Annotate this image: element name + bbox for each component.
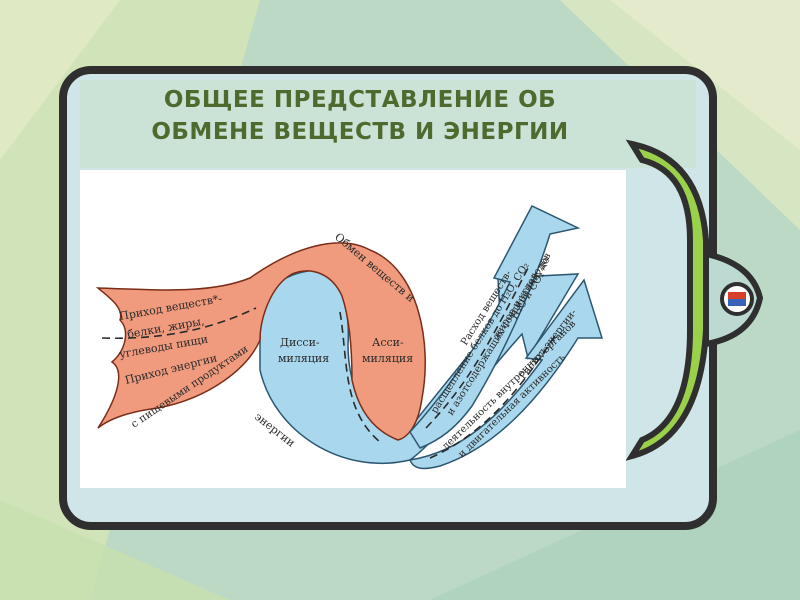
dashed-divider-4 [429, 333, 557, 459]
dissimilation-label-1: Дисси- [280, 336, 320, 349]
energy-output-arrow [408, 278, 604, 470]
metabolism-diagram: Приход веществ*- белки, жиры, углеводы п… [80, 170, 626, 488]
clipboard-clip [625, 139, 764, 461]
matter-output-arrow [409, 205, 581, 449]
dissimilation-label-2: миляция [278, 352, 329, 365]
assimilation-label-1: Асси- [372, 336, 404, 349]
title-line-2: ОБМЕНЕ ВЕЩЕСТВ И ЭНЕРГИИ [151, 119, 569, 145]
slide-title: ОБЩЕЕ ПРЕДСТАВЛЕНИЕ ОБ ОБМЕНЕ ВЕЩЕСТВ И … [80, 84, 640, 148]
dashed-divider-2 [339, 311, 381, 443]
dashed-divider-3 [425, 267, 529, 429]
dashed-divider-1 [101, 307, 257, 340]
title-line-1: ОБЩЕЕ ПРЕДСТАВЛЕНИЕ ОБ [163, 87, 557, 113]
orange-band [95, 242, 426, 441]
assimilation-label-2: миляция [362, 352, 413, 365]
